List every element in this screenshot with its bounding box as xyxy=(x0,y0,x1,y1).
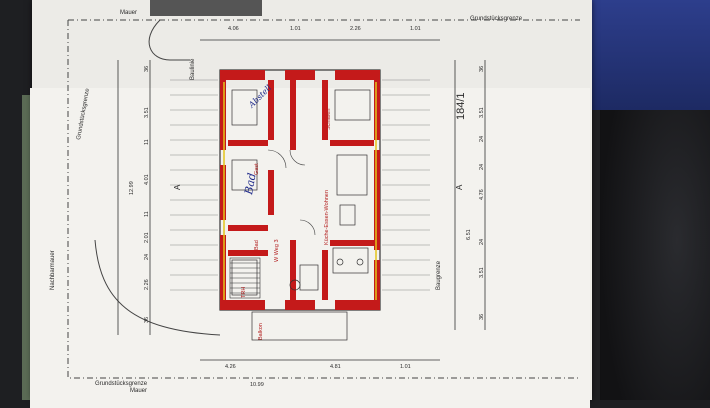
dim-left-7: 11 xyxy=(144,139,150,145)
neighbor-wall-label: Nachbarmauer xyxy=(50,250,56,290)
dim-right-8: 36 xyxy=(479,314,485,320)
dim-right-2: 24 xyxy=(479,136,485,142)
staircase xyxy=(229,257,261,299)
dim-top-0: 4.06 xyxy=(228,26,239,32)
dim-bottom-3: 1.01 xyxy=(400,364,411,370)
boundary-top-label: Grundstücksgrenze xyxy=(470,16,523,22)
baulinie-label: Baulinie xyxy=(190,58,196,80)
dim-right-3: 6.51 xyxy=(466,229,472,240)
red-walls xyxy=(220,70,380,310)
dim-left-9: 36 xyxy=(144,66,150,72)
roof-hatching-right xyxy=(382,79,430,291)
room-corridor: W Weg 3 xyxy=(274,239,280,262)
section-marker-right: A xyxy=(455,184,464,190)
dim-right-0: 36 xyxy=(479,66,485,72)
dim-left-3: 2.01 xyxy=(144,232,150,243)
room-stairs: TRH xyxy=(241,287,247,298)
dim-left-0: 36 xyxy=(144,317,150,323)
dim-top-3: 1.01 xyxy=(410,26,421,32)
boundary-left-label: Grundstücksgrenze xyxy=(76,87,91,140)
curb-line-lower xyxy=(94,239,221,336)
room-bedroom: Schlafen xyxy=(326,109,332,130)
curb-line xyxy=(148,19,190,61)
paper-sheet-front xyxy=(30,88,590,408)
handwriting-bad: Bad xyxy=(242,172,259,197)
dim-bottom-0: 4.26 xyxy=(225,364,236,370)
dim-left-6: 12.99 xyxy=(129,181,135,195)
section-marker-left: A xyxy=(173,184,182,190)
room-kitchen-living: Küche-Essen-Wohnen xyxy=(324,190,330,245)
dim-bottom-1: 10.99 xyxy=(250,382,264,388)
furniture xyxy=(231,89,371,341)
boundary-bottom-label: Grundstücksgrenze xyxy=(95,381,148,387)
dim-left-4: 11 xyxy=(144,211,150,217)
dim-right-5: 4.76 xyxy=(479,189,485,200)
baugrenze-label: Baugrenze xyxy=(436,260,442,290)
room-bath: Bad xyxy=(254,240,260,250)
dim-right-6: 24 xyxy=(479,239,485,245)
dim-top-2: 2.26 xyxy=(350,26,361,32)
mauer-bottom-label: Mauer xyxy=(130,388,147,394)
door-swings xyxy=(267,149,316,236)
boundary-line xyxy=(67,20,580,379)
mauer-top-label: Mauer xyxy=(120,10,137,16)
dim-right-4: 24 xyxy=(479,164,485,170)
dim-left-5: 4.01 xyxy=(144,174,150,185)
dim-right-1: 3.51 xyxy=(479,107,485,118)
room-balcony: Balkon xyxy=(258,323,264,340)
top-dark-block xyxy=(150,0,262,16)
dim-left-1: 2.26 xyxy=(144,279,150,290)
dim-top-1: 1.01 xyxy=(290,26,301,32)
dim-right-7: 3.51 xyxy=(479,267,485,278)
room-guest: Gast xyxy=(254,163,260,175)
dim-left-2: 24 xyxy=(144,254,150,260)
dim-bottom-2: 4.81 xyxy=(330,364,341,370)
dim-left-8: 3.51 xyxy=(144,107,150,118)
roof-hatching-left xyxy=(170,79,218,291)
parcel-number: 184/1 xyxy=(455,92,467,120)
